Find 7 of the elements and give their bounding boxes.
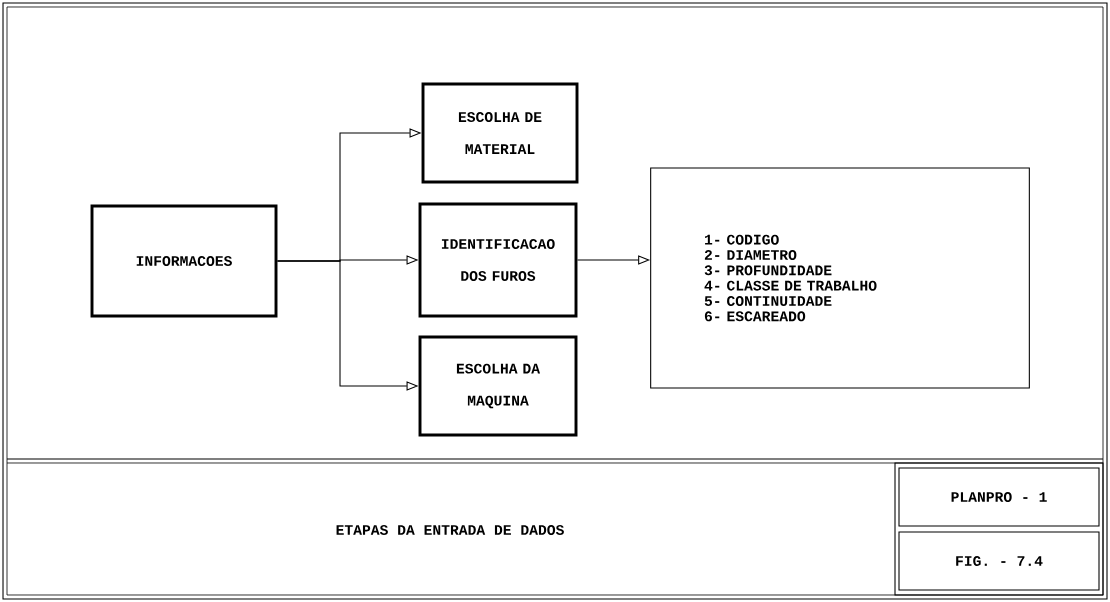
process-box: IDENTIFICACAO DOS FUROS [418, 202, 578, 318]
process-box: ESCOLHA DE MATERIAL [421, 82, 579, 184]
process-box: ESCOLHA DA MAQUINA [418, 335, 578, 437]
title-block-cell: PLANPRO - 1 [898, 467, 1100, 527]
process-box: 1- CODIGO 2- DIAMETRO 3- PROFUNDIDADE 4- CLASSE DE TRABALHO 5- CONTINUIDADE 6- ESCAREADO [650, 167, 1030, 389]
process-box: INFORMACOES [90, 204, 278, 318]
title-block-cell: FIG. - 7.4 [898, 531, 1100, 591]
